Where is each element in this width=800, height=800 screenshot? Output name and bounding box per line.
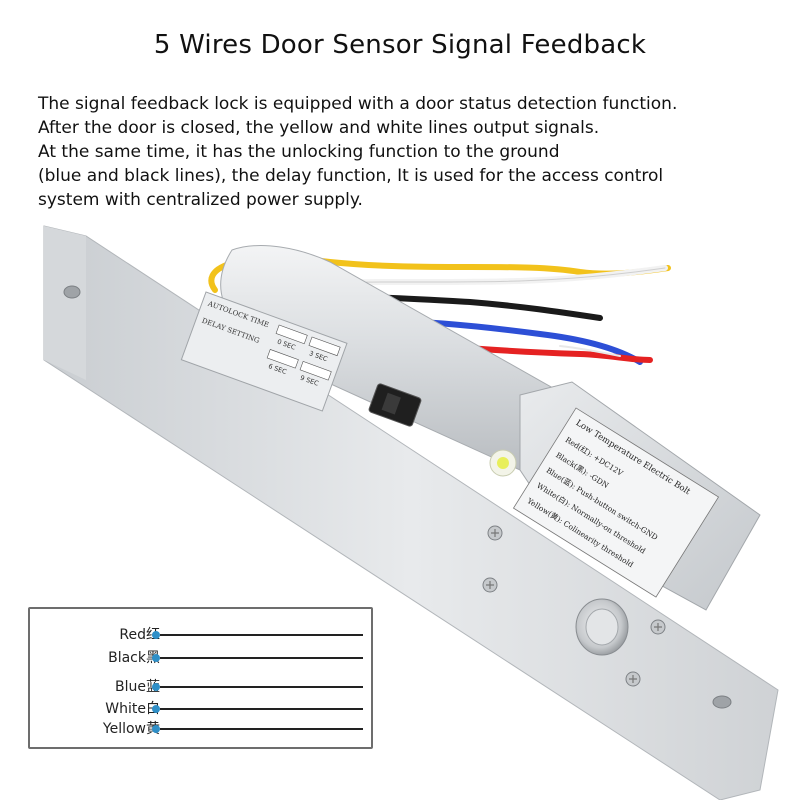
- description-line: (blue and black lines), the delay functi…: [38, 166, 664, 186]
- legend-item-white: White白: [30, 699, 375, 719]
- description: The signal feedback lock is equipped wit…: [38, 92, 798, 212]
- legend-dot-icon: [152, 631, 160, 639]
- control-panel: AUTOLOCK TIME DELAY SETTING 0 SEC 3 SEC …: [180, 291, 348, 412]
- legend-item-blue: Blue蓝: [30, 677, 375, 697]
- legend-label: White白: [105, 701, 160, 717]
- legend-line: [160, 686, 363, 688]
- legend-label: Blue蓝: [115, 679, 160, 695]
- legend-item-yellow: Yellow黄: [30, 719, 375, 739]
- legend-dot-icon: [152, 705, 160, 713]
- legend-label: Black黑: [108, 650, 160, 666]
- legend-label: Yellow黄: [102, 721, 160, 737]
- legend-item-black: Black黑: [30, 648, 375, 668]
- page-title: 5 Wires Door Sensor Signal Feedback: [153, 30, 647, 60]
- mounting-hole-top: [63, 285, 81, 299]
- legend-dot-icon: [152, 654, 160, 662]
- description-line: At the same time, it has the unlocking f…: [38, 142, 560, 162]
- mounting-hole-bottom: [712, 695, 732, 709]
- legend-line: [160, 708, 363, 710]
- legend-line: [160, 634, 363, 636]
- legend-dot-icon: [152, 725, 160, 733]
- description-line: The signal feedback lock is equipped wit…: [38, 94, 678, 114]
- legend-item-red: Red红: [30, 625, 375, 645]
- legend-line: [160, 728, 363, 730]
- description-line: After the door is closed, the yellow and…: [38, 118, 600, 138]
- wire-color-legend: Red红 Black黑 Blue蓝 White白 Yellow黄: [28, 607, 373, 749]
- legend-line: [160, 657, 363, 659]
- legend-dot-icon: [152, 683, 160, 691]
- legend-label: Red红: [119, 627, 160, 643]
- description-line: system with centralized power supply.: [38, 190, 363, 210]
